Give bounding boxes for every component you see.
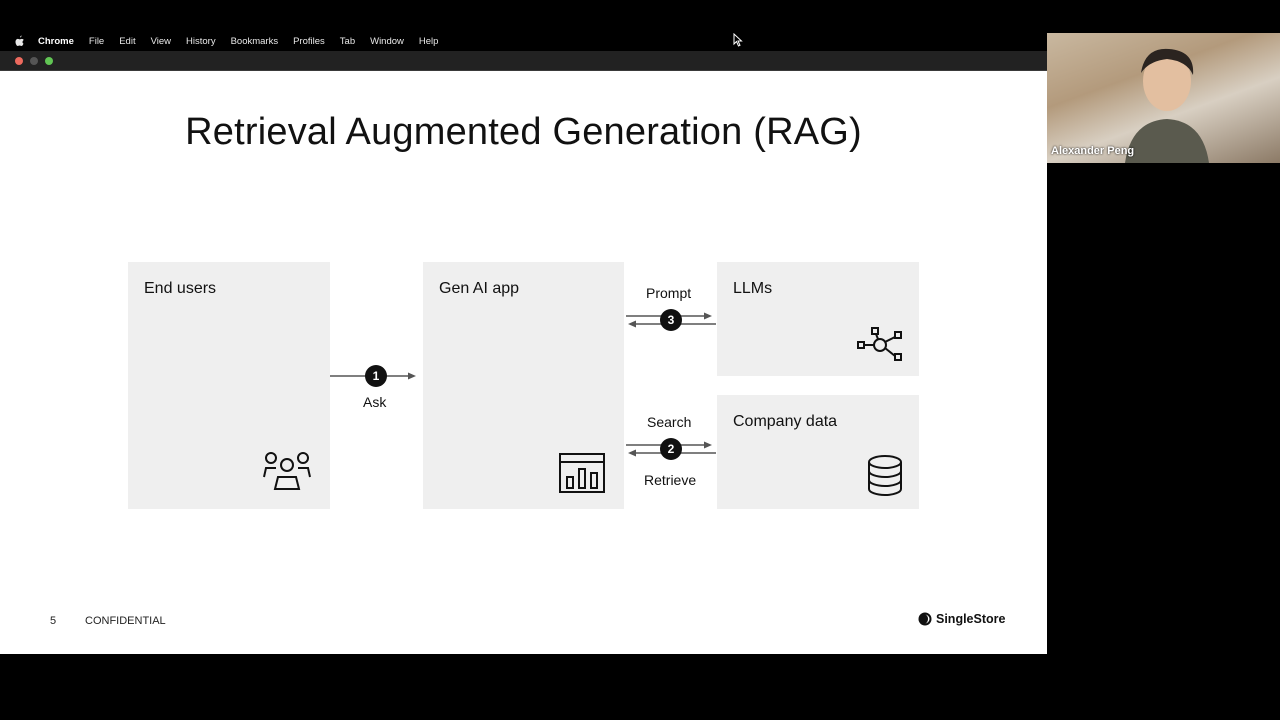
- search-label: Search: [647, 414, 692, 430]
- menu-view[interactable]: View: [150, 35, 172, 47]
- slide-title: Retrieval Augmented Generation (RAG): [185, 111, 862, 153]
- maximize-window-button[interactable]: [45, 57, 53, 65]
- llms-label: LLMs: [733, 280, 773, 297]
- diagram-connectors: [330, 312, 716, 457]
- prompt-label: Prompt: [646, 285, 692, 301]
- browser-toolbar: [0, 51, 1047, 71]
- step-1-badge: 1: [365, 365, 387, 387]
- confidential-label: CONFIDENTIAL: [85, 615, 166, 627]
- menu-bookmarks[interactable]: Bookmarks: [230, 35, 279, 47]
- menu-app-chrome[interactable]: Chrome: [38, 35, 74, 47]
- neural-network-icon: [857, 327, 902, 361]
- llms-box: LLMs: [717, 262, 919, 376]
- singlestore-logo-icon: [918, 612, 932, 626]
- step-3-badge: 3: [660, 309, 682, 331]
- end-users-label: End users: [144, 280, 217, 297]
- menu-help[interactable]: Help: [418, 35, 439, 47]
- ask-label: Ask: [363, 394, 387, 410]
- step-2-badge: 2: [660, 438, 682, 460]
- menu-tab[interactable]: Tab: [339, 35, 356, 47]
- retrieve-label: Retrieve: [644, 472, 697, 488]
- database-icon: [868, 455, 902, 496]
- presentation-slide: Retrieval Augmented Generation (RAG) End…: [0, 71, 1047, 654]
- menu-bar: Chrome File Edit View History Bookmarks …: [0, 32, 1047, 50]
- end-users-box: End users: [128, 262, 330, 509]
- menu-edit[interactable]: Edit: [119, 35, 136, 47]
- brand-name: SingleStore: [936, 612, 1006, 626]
- participant-name: Alexander Peng: [1051, 145, 1135, 157]
- close-window-button[interactable]: [15, 57, 23, 65]
- menu-file[interactable]: File: [88, 35, 105, 47]
- participant-avatar: [1125, 48, 1209, 163]
- minimize-window-button[interactable]: [30, 57, 38, 65]
- gen-ai-app-box: Gen AI app: [423, 262, 624, 509]
- apple-icon[interactable]: [14, 35, 26, 47]
- menu-history[interactable]: History: [186, 35, 216, 47]
- singlestore-logo: SingleStore: [918, 612, 1005, 626]
- mouse-cursor-icon: [733, 32, 743, 52]
- participant-video-tile[interactable]: Alexander Peng: [1047, 33, 1280, 163]
- users-group-icon: [263, 452, 311, 490]
- company-data-box: Company data: [717, 395, 919, 509]
- gen-ai-app-label: Gen AI app: [439, 280, 520, 297]
- company-data-label: Company data: [733, 413, 838, 430]
- menu-profiles[interactable]: Profiles: [293, 35, 325, 47]
- menu-window[interactable]: Window: [370, 35, 404, 47]
- slide-page-number: 5: [50, 615, 57, 627]
- dashboard-app-icon: [559, 453, 605, 493]
